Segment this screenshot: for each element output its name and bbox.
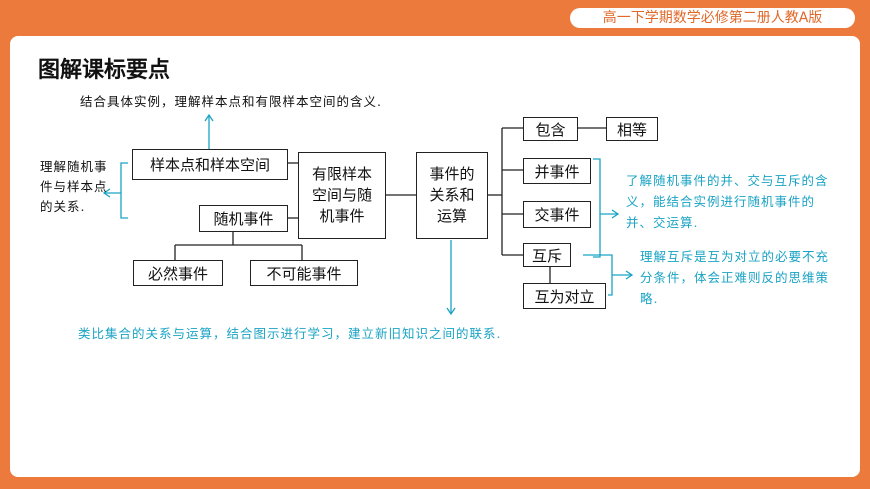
note-right-lower: 理解互斥是互为对立的必要不充分条件，体会正难则反的思维策略. xyxy=(640,249,830,306)
box-finite-space: 有限样本空间与随机事件 xyxy=(298,152,386,239)
note-left: 理解随机事件与样本点的关系. xyxy=(40,159,108,214)
box-random-event: 随机事件 xyxy=(199,205,288,232)
box-certain-event: 必然事件 xyxy=(133,260,223,286)
course-header: 高一下学期数学必修第二册人教A版 xyxy=(570,8,855,28)
content-panel xyxy=(10,36,860,477)
page-title: 图解课标要点 xyxy=(38,58,171,83)
box-relations: 事件的关系和运算 xyxy=(416,152,488,239)
box-union: 并事件 xyxy=(523,158,591,184)
box-complementary: 互为对立 xyxy=(523,283,606,309)
note-bottom: 类比集合的关系与运算，结合图示进行学习，建立新旧知识之间的联系. xyxy=(78,326,502,341)
note-right-upper: 了解随机事件的并、交与互斥的含义，能结合实例进行随机事件的并、交运算. xyxy=(626,173,829,230)
box-inclusion: 包含 xyxy=(523,117,578,141)
box-sample-space: 样本点和样本空间 xyxy=(132,149,288,180)
note-top: 结合具体实例，理解样本点和有限样本空间的含义. xyxy=(80,94,382,109)
box-impossible-event: 不可能事件 xyxy=(250,260,358,286)
box-equal: 相等 xyxy=(606,117,658,141)
box-intersection: 交事件 xyxy=(523,201,591,228)
box-mutually-exclusive: 互斥 xyxy=(523,243,571,267)
